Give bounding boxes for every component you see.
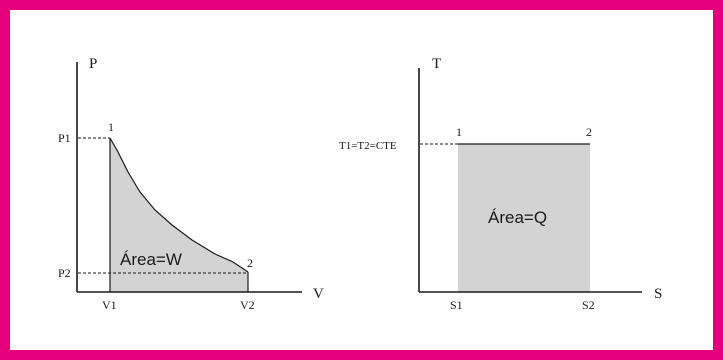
- ts-point2-label: 2: [586, 125, 592, 139]
- pv-x-axis-label: V: [313, 286, 324, 302]
- ts-s2-label: S2: [582, 298, 595, 312]
- pv-point2-label: 2: [247, 256, 253, 270]
- pv-point1-label: 1: [108, 120, 114, 134]
- ts-heat-area: [458, 144, 590, 292]
- ts-area-label: Área=Q: [488, 208, 547, 227]
- pv-process-curve: [109, 137, 249, 273]
- ts-s1-label: S1: [450, 298, 463, 312]
- pv-area-label: Área=W: [120, 250, 182, 269]
- pv-p2-label: P2: [58, 266, 71, 280]
- pv-diagram: P V P1 P2 V1 V2 1 2 Área=W: [58, 56, 324, 312]
- pv-p1-label: P1: [58, 131, 71, 145]
- pv-v2-label: V2: [240, 298, 255, 312]
- pv-v1-label: V1: [102, 298, 117, 312]
- ts-x-axis-label: S: [654, 286, 662, 302]
- ts-point1-label: 1: [456, 125, 462, 139]
- ts-t-label: T1=T2=CTE: [339, 140, 397, 152]
- ts-y-axis-label: T: [432, 56, 441, 72]
- pv-y-axis-label: P: [89, 56, 97, 72]
- ts-diagram: T S T1=T2=CTE S1 S2 1 2 Área=Q: [339, 56, 662, 312]
